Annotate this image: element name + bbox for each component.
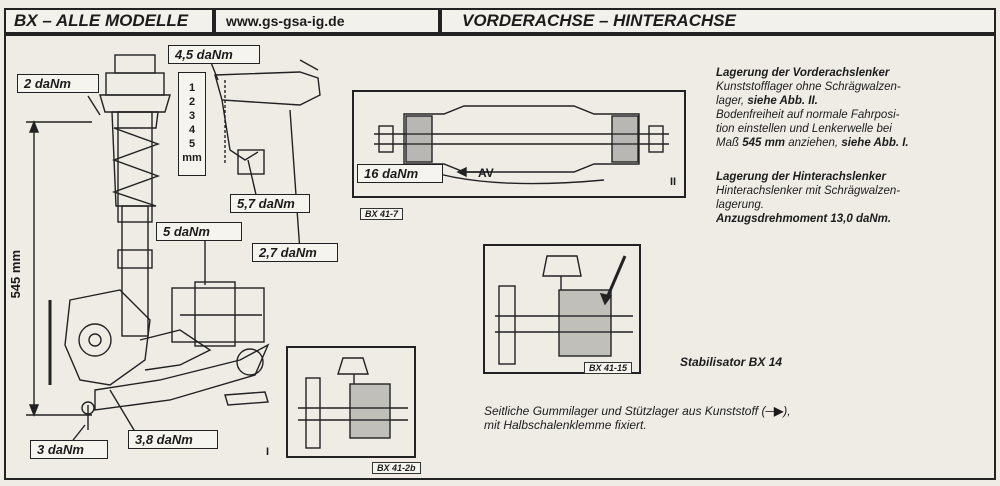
front-arm-text: lager, bbox=[716, 95, 748, 107]
torque-label-steering: 5,7 daNm bbox=[230, 194, 310, 213]
figure-ref-41-2b-text: BX 41-2b bbox=[377, 463, 416, 473]
header-title-text: VORDERACHSE – HINTERACHSE bbox=[462, 11, 736, 30]
clamp-detail-drawing bbox=[298, 357, 408, 449]
rear-arm-torque: Anzugsdrehmoment 13,0 daNm. bbox=[716, 213, 892, 225]
bearing-note-line: Seitliche Gummilager und Stützlager aus … bbox=[484, 404, 924, 418]
scale-unit: mm bbox=[182, 152, 202, 164]
front-arm-line: Kunststofflager ohne Schrägwalzen- bbox=[716, 81, 901, 93]
front-arm-ref: siehe Abb. II. bbox=[747, 95, 818, 107]
bearing-note: Seitliche Gummilager und Stützlager aus … bbox=[484, 404, 924, 432]
figure-ref-41-15-text: BX 41-15 bbox=[589, 363, 628, 373]
rear-arm-line: Hinterachslenker mit Schrägwalzen- bbox=[716, 185, 901, 197]
torque-linkage-text: 2,7 daNm bbox=[259, 245, 317, 260]
torque-ball-joint-text: 3 daNm bbox=[37, 442, 84, 457]
front-arm-ref: siehe Abb. I. bbox=[841, 137, 909, 149]
figure-ref-41-2b: BX 41-2b bbox=[372, 462, 421, 474]
bearing-note-text: ), bbox=[783, 404, 791, 418]
torque-arm-bearing-text: 5 daNm bbox=[163, 224, 210, 239]
torque-bushing-nut-text: 16 daNm bbox=[364, 166, 419, 181]
front-arm-line: Bodenfreiheit auf normale Fahrposi- bbox=[716, 109, 900, 121]
bearing-note-text: Seitliche Gummilager und Stützlager aus … bbox=[484, 404, 766, 418]
front-arm-heading: Lagerung der Vorderachslenker bbox=[716, 67, 890, 79]
stabilizer-mount-drawing bbox=[495, 255, 633, 365]
torque-label-ball-joint: 3 daNm bbox=[30, 440, 108, 459]
content-frame bbox=[4, 34, 996, 480]
figure-number-i: I bbox=[266, 446, 269, 458]
torque-label-lower-arm: 3,8 daNm bbox=[128, 430, 218, 449]
av-label: AV bbox=[478, 166, 494, 180]
figure-number-ii-text: II bbox=[670, 176, 677, 188]
torque-upper-joint-text: 4,5 daNm bbox=[175, 47, 233, 62]
scale-value: 2 bbox=[188, 96, 196, 108]
front-arm-line: tion einstellen und Lenkerwelle bei bbox=[716, 123, 892, 135]
torque-label-bushing-nut: 16 daNm bbox=[357, 164, 443, 183]
rear-arm-section: Lagerung der Hinterachslenker Hinterachs… bbox=[716, 170, 986, 226]
arrow-icon: ─▶ bbox=[765, 404, 784, 418]
figure-number-i-text: I bbox=[266, 446, 270, 458]
front-arm-text: anziehen, bbox=[785, 137, 842, 149]
header-url: www.gs-gsa-ig.de bbox=[214, 8, 440, 34]
torque-label-upper-joint: 4,5 daNm bbox=[168, 45, 260, 64]
rear-arm-line: lagerung. bbox=[716, 199, 764, 211]
front-arm-dimension: 545 mm bbox=[742, 137, 786, 149]
torque-label-top-mount: 2 daNm bbox=[17, 74, 99, 93]
scale-value: 4 bbox=[188, 124, 196, 136]
header-url-text: www.gs-gsa-ig.de bbox=[226, 13, 345, 29]
front-arm-line: lager, siehe Abb. II. bbox=[716, 94, 986, 108]
stabilizer-text: Stabilisator BX 14 bbox=[680, 355, 783, 369]
figure-number-ii: II bbox=[670, 176, 676, 188]
header-model-text: BX – ALLE MODELLE bbox=[14, 11, 189, 30]
figure-ref-41-7: BX 41-7 bbox=[360, 208, 404, 220]
header-title: VORDERACHSE – HINTERACHSE bbox=[440, 8, 996, 34]
front-arm-line: Maß 545 mm anziehen, siehe Abb. I. bbox=[716, 136, 986, 150]
scale-box: 1 2 3 4 5 mm bbox=[178, 72, 206, 176]
rear-arm-heading: Lagerung der Hinterachslenker bbox=[716, 171, 886, 183]
figure-ref-41-15: BX 41-15 bbox=[584, 362, 633, 374]
detail-panel-stabilizer bbox=[483, 244, 641, 374]
torque-label-arm-bearing: 5 daNm bbox=[156, 222, 242, 241]
front-arm-text: Maß bbox=[716, 137, 743, 149]
scale-value: 3 bbox=[188, 110, 196, 122]
front-arm-section: Lagerung der Vorderachslenker Kunststoff… bbox=[716, 66, 986, 150]
dimension-text: 545 mm bbox=[8, 250, 23, 299]
torque-top-mount-text: 2 daNm bbox=[24, 76, 71, 91]
stabilizer-caption: Stabilisator BX 14 bbox=[680, 355, 782, 369]
torque-lower-arm-text: 3,8 daNm bbox=[135, 432, 193, 447]
av-text: AV bbox=[478, 166, 494, 180]
bearing-note-line: mit Halbschalenklemme fixiert. bbox=[484, 418, 647, 432]
scale-value: 1 bbox=[188, 82, 196, 94]
detail-panel-stabilizer-clamp bbox=[286, 346, 416, 458]
header-model: BX – ALLE MODELLE bbox=[4, 8, 214, 34]
figure-ref-41-7-text: BX 41-7 bbox=[365, 209, 399, 219]
dimension-label: 545 mm bbox=[8, 202, 23, 298]
torque-label-linkage: 2,7 daNm bbox=[252, 243, 338, 262]
torque-steering-text: 5,7 daNm bbox=[237, 196, 295, 211]
scale-value: 5 bbox=[188, 138, 196, 150]
